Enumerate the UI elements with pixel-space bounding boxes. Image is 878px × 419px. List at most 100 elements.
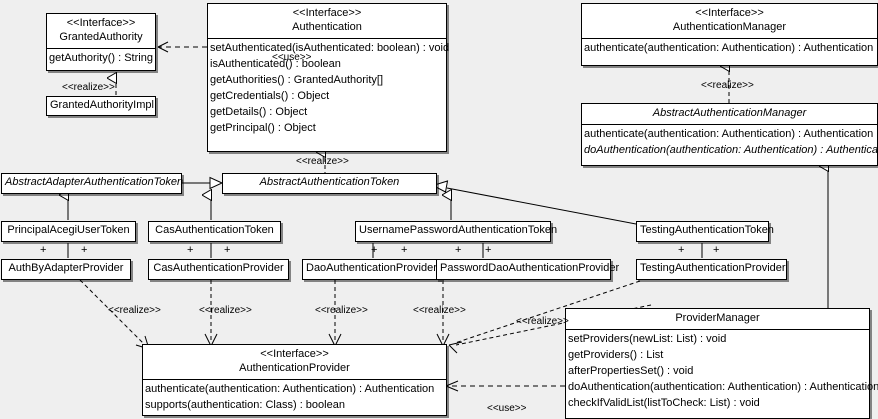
class-header: UsernamePasswordAuthenticationToken [356,222,558,239]
class-name: AbstractAuthenticationToken [259,176,400,188]
class-header: TestingAuthenticationProvider [637,260,786,277]
class-members: authenticate(authentication: Authenticat… [143,379,446,414]
association-marker: + [187,244,194,256]
class-name: ProviderManager [675,312,760,324]
class-header: AbstractAuthenticationManager [582,104,877,124]
class-box-testing-authentication-token[interactable]: TestingAuthenticationToken [636,221,774,242]
class-box-authentication-provider[interactable]: <<Interface>> AuthenticationProvider aut… [142,344,447,416]
class-box-granted-authority-impl[interactable]: GrantedAuthorityImpl [46,96,156,116]
class-box-testing-authentication-provider[interactable]: TestingAuthenticationProvider [636,259,787,280]
class-box-username-password-authentication-token[interactable]: UsernamePasswordAuthenticationToken [355,221,558,242]
class-name: GrantedAuthority [59,31,143,43]
class-name: AuthByAdapterProvider [8,262,124,274]
class-member: getCredentials() : Object [210,90,330,102]
class-stereotype: <<Interface>> [66,17,136,29]
class-box-abstract-adapter-authentication-token[interactable]: AbstractAdapterAuthenticationToken [1,173,184,194]
class-box-authentication[interactable]: <<Interface>> Authentication setAuthenti… [207,3,450,152]
edge-label-realize-cas-provider: <<realize>> [199,305,252,316]
class-box-password-dao-authentication-provider[interactable]: PasswordDaoAuthenticationProvider [436,259,620,280]
class-box-abstract-authentication-manager[interactable]: AbstractAuthenticationManager authentica… [581,103,878,166]
class-member: authenticate(authentication: Authenticat… [584,128,874,140]
class-name: PrincipalAcegiUserToken [7,224,130,236]
association-marker: + [224,244,231,256]
class-stereotype: <<Interface>> [292,7,362,19]
class-member: checkIfValidList(listToCheck: List) : vo… [568,397,760,409]
edge-label-realize-granted-authority: <<realize>> [62,82,115,93]
class-box-provider-manager[interactable]: ProviderManager setProviders(newList: Li… [565,308,878,419]
edge-label-realize-authentication-manager: <<realize>> [701,80,754,91]
class-name: Authentication [292,21,362,33]
class-box-abstract-authentication-token[interactable]: AbstractAuthenticationToken [222,173,437,194]
class-member: afterPropertiesSet() : void [568,365,694,377]
class-member: authenticate(authentication: Authenticat… [584,42,874,54]
class-name: AuthenticationProvider [239,362,350,374]
class-header: <<Interface>> AuthenticationManager [582,4,877,38]
class-box-principal-acegi-user-token[interactable]: PrincipalAcegiUserToken [1,221,136,242]
association-marker: + [40,244,47,256]
edge-label-realize-password-dao-provider: <<realize>> [413,305,466,316]
class-member: setAuthenticated(isAuthenticated: boolea… [210,42,450,54]
class-members: authenticate(authentication: Authenticat… [582,124,878,159]
association-marker: + [455,244,462,256]
class-member: getDetails() : Object [210,106,308,118]
association-marker: + [81,244,88,256]
class-header: <<Interface>> Authentication [208,4,446,38]
class-members: setProviders(newList: List) : void getPr… [566,329,878,412]
class-name: AuthenticationManager [672,21,787,33]
association-marker: + [371,244,378,256]
class-box-granted-authority[interactable]: <<Interface>> GrantedAuthority getAuthor… [46,13,156,71]
association-marker: + [678,244,685,256]
class-box-auth-by-adapter-provider[interactable]: AuthByAdapterProvider [1,259,131,280]
class-header: <<Interface>> AuthenticationProvider [143,345,446,379]
class-header: AuthByAdapterProvider [2,260,130,277]
edge-label-realize-provider-manager: <<realize>> [516,316,569,327]
class-member: getAuthorities() : GrantedAuthority[] [210,74,384,86]
edge-label-use-provider-manager: <<use>> [487,403,527,414]
class-box-cas-authentication-provider[interactable]: CasAuthenticationProvider [148,259,289,280]
class-box-dao-authentication-provider[interactable]: DaoAuthenticationProvider [302,259,440,280]
edge-label-use-granted-authority: <<use>> [272,52,312,63]
class-header: CasAuthenticationProvider [149,260,288,277]
class-name: TestingAuthenticationToken [640,224,774,236]
edge-label-realize-auth-by-adapter: <<realize>> [108,305,161,316]
association-marker: + [485,244,492,256]
class-header: ProviderManager [566,309,869,329]
class-stereotype: <<Interface>> [260,348,329,360]
class-header: AbstractAdapterAuthenticationToken [2,174,184,191]
association-marker: + [401,244,408,256]
edge-label-realize-dao-provider: <<realize>> [315,305,368,316]
class-header: PrincipalAcegiUserToken [2,222,135,239]
class-header: <<Interface>> GrantedAuthority [47,14,155,48]
class-header: PasswordDaoAuthenticationProvider [437,260,620,277]
class-box-cas-authentication-token[interactable]: CasAuthenticationToken [148,221,281,242]
class-header: GrantedAuthorityImpl [47,97,155,114]
class-name: TestingAuthenticationProvider [640,262,786,274]
class-name: CasAuthenticationProvider [153,262,284,274]
class-name: CasAuthenticationToken [155,224,274,236]
class-box-authentication-manager[interactable]: <<Interface>> AuthenticationManager auth… [581,3,878,66]
class-member: getProviders() : List [568,349,664,361]
class-stereotype: <<Interface>> [695,7,764,19]
association-marker: + [713,244,720,256]
class-member: authenticate(authentication: Authenticat… [145,383,435,395]
class-name: AbstractAdapterAuthenticationToken [5,176,184,188]
class-header: AbstractAuthenticationToken [223,174,436,191]
class-member: doAuthentication(authentication: Authent… [584,144,878,156]
class-members: authenticate(authentication: Authenticat… [582,38,877,57]
class-header: TestingAuthenticationToken [637,222,774,239]
class-name: GrantedAuthorityImpl [50,99,154,111]
class-name: UsernamePasswordAuthenticationToken [359,224,558,236]
class-member: supports(authentication: Class) : boolea… [145,399,345,411]
class-member: doAuthentication(authentication: Authent… [568,381,878,393]
class-member: getPrincipal() : Object [210,122,316,134]
class-name: PasswordDaoAuthenticationProvider [440,262,620,274]
class-member: getAuthority() : String [49,52,153,64]
class-name: AbstractAuthenticationManager [652,107,807,119]
class-header: CasAuthenticationToken [149,222,280,239]
class-member: setProviders(newList: List) : void [568,333,727,345]
class-members: setAuthenticated(isAuthenticated: boolea… [208,38,450,137]
class-member: isAuthenticated() : boolean [210,58,341,70]
class-name: DaoAuthenticationProvider [306,262,437,274]
edge-label-realize-authentication: <<realize>> [296,156,349,167]
